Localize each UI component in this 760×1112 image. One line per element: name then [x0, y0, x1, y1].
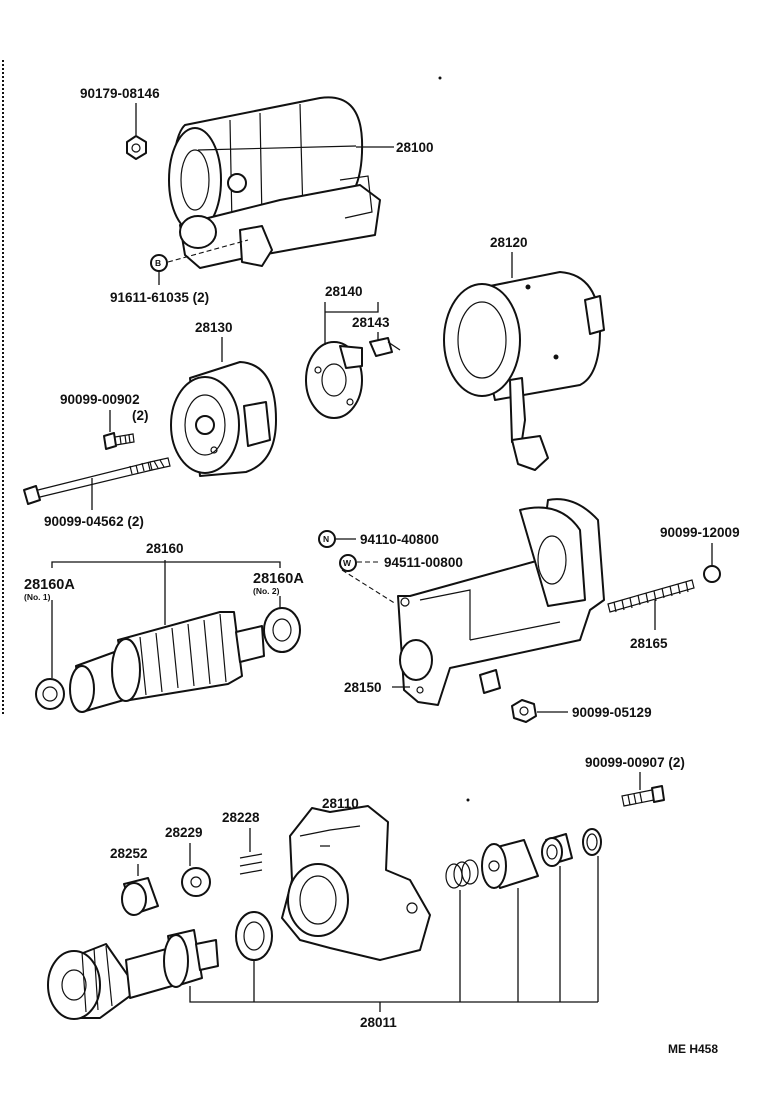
diagram-code: ME H458: [668, 1042, 718, 1056]
label-28143: 28143: [352, 315, 390, 330]
housing-terminal-part: [479, 669, 501, 694]
label-90099-12009: 90099-12009: [660, 525, 740, 540]
bracket-28011: [189, 856, 599, 1012]
label-28130: 28130: [195, 320, 233, 335]
label-28228: 28228: [222, 810, 260, 825]
starter-housing-part: [397, 498, 605, 706]
o-ring-part: [703, 565, 721, 583]
return-spring-part: [607, 579, 695, 613]
nut-symbol-letter: N: [323, 534, 329, 544]
label-90099-04562: 90099-04562 (2): [44, 514, 144, 529]
washer-symbol-icon: [339, 554, 357, 572]
retainer-part: [181, 867, 211, 897]
label-28252: 28252: [110, 846, 148, 861]
brush-holder-part: [305, 341, 363, 419]
label-90099-00902-qty: (2): [132, 408, 149, 423]
label-94511-00800: 94511-00800: [384, 555, 463, 570]
snap-ring-part: [582, 828, 602, 856]
bolt-small-part: [103, 432, 135, 450]
nut-05129-part: [511, 699, 537, 723]
label-91611-61035: 91611-61035 (2): [110, 290, 209, 305]
label-90099-00902: 90099-00902: [60, 392, 140, 407]
bearing-no2-part: [263, 607, 301, 653]
label-90099-00907: 90099-00907 (2): [585, 755, 685, 770]
clutch-housing-part: [281, 805, 431, 961]
label-28160A-no1-note: (No. 1): [24, 592, 51, 602]
end-frame-part: [170, 361, 277, 477]
coil-spring-part: [445, 859, 479, 889]
bolt-symbol-letter: B: [155, 258, 161, 268]
label-28120: 28120: [490, 235, 528, 250]
bearing-retainer-part: [541, 833, 573, 867]
label-90179-08146: 90179-08146: [80, 86, 160, 101]
label-94110-40800: 94110-40800: [360, 532, 439, 547]
spring-part: [369, 337, 401, 357]
ball-part: [239, 853, 263, 875]
label-28165: 28165: [630, 636, 668, 651]
idler-gear-part: [481, 839, 539, 889]
label-28150: 28150: [344, 680, 382, 695]
bearing-no1-part: [35, 678, 65, 710]
label-28160A-no1: 28160A: [24, 577, 75, 593]
label-28160: 28160: [146, 541, 184, 556]
thrust-washer-part: [235, 911, 273, 961]
pinion-gear-small-part: [121, 877, 159, 916]
yoke-part: [443, 271, 605, 471]
label-28160A-no2: 28160A: [253, 571, 304, 587]
label-90099-05129: 90099-05129: [572, 705, 652, 720]
label-28160A-no2-note: (No. 2): [253, 586, 280, 596]
label-28140: 28140: [325, 284, 363, 299]
starter-assembly-part: [168, 96, 381, 269]
nut-part: [126, 135, 147, 160]
label-28100: 28100: [396, 140, 434, 155]
washer-symbol-letter: W: [343, 558, 352, 568]
through-bolt-part: [23, 457, 171, 505]
label-28229: 28229: [165, 825, 203, 840]
label-28011: 28011: [360, 1015, 397, 1030]
armature-part: [69, 611, 265, 713]
label-28110: 28110: [322, 796, 359, 811]
bolt-00907-part: [621, 785, 665, 807]
nut-symbol-icon: [318, 530, 336, 548]
clutch-assembly-part: [47, 929, 219, 1020]
